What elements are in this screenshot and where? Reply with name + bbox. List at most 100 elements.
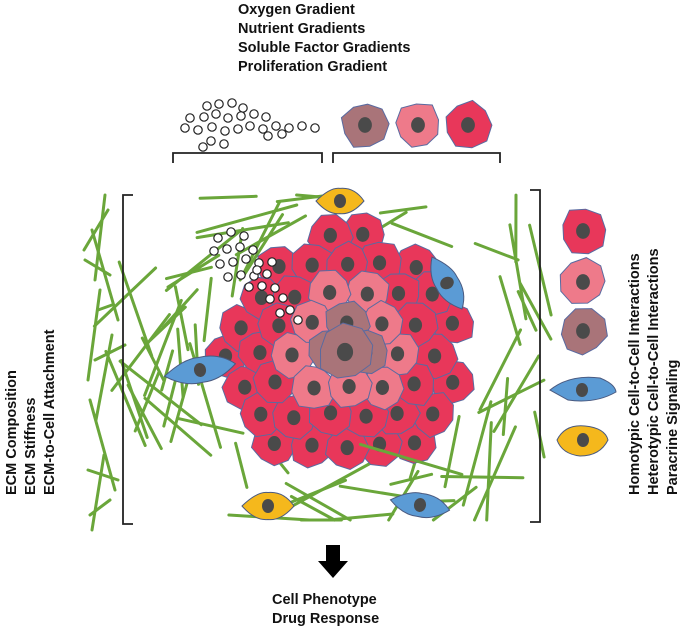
bracket	[530, 189, 541, 523]
label-nutrient-gradients: Nutrient Gradients	[238, 21, 366, 37]
molecule-icon	[248, 245, 258, 255]
label-oxygen-gradient: Oxygen Gradient	[238, 2, 355, 18]
nucleus	[409, 260, 423, 276]
molecule-icon	[270, 283, 280, 293]
gradient-labels: Oxygen Gradient Nutrient Gradients Solub…	[238, 1, 410, 77]
fibroblast-cell	[163, 355, 237, 385]
ecm-fiber	[485, 421, 493, 522]
ecm-fiber	[96, 303, 114, 312]
ecm-fiber	[143, 396, 213, 457]
molecule-icon	[228, 257, 238, 267]
ecm-fiber	[148, 305, 187, 342]
molecule-icon	[278, 293, 288, 303]
nucleus	[356, 226, 370, 242]
nucleus	[254, 406, 268, 422]
molecule-icon	[214, 99, 224, 109]
ecm-fiber	[461, 400, 493, 507]
nucleus	[305, 257, 319, 273]
nucleus	[262, 499, 274, 513]
molecule-icon	[284, 123, 294, 133]
nucleus	[461, 117, 475, 133]
ecm-fiber	[173, 285, 190, 352]
ecm-fiber	[88, 498, 112, 517]
brackets	[122, 152, 541, 525]
ecm-fiber	[93, 343, 127, 362]
ecm-fiber	[284, 482, 352, 522]
ecm-fiber	[473, 242, 520, 262]
nucleus	[336, 342, 354, 362]
ecm-fiber	[202, 276, 213, 343]
molecule-icon	[193, 125, 203, 135]
molecule-icon	[238, 103, 248, 113]
ecm-fiber	[289, 495, 337, 522]
molecule-icon	[236, 270, 246, 280]
molecule-icon	[206, 136, 216, 146]
nucleus	[576, 383, 588, 397]
nucleus	[445, 315, 460, 331]
legend-icons	[340, 99, 617, 457]
label-ecm-stiffness: ECM Stiffness	[23, 397, 39, 496]
molecule-icon	[285, 305, 295, 315]
molecule-icon	[199, 112, 209, 122]
quiescent-cell	[270, 331, 315, 380]
proliferating-cell	[324, 426, 371, 471]
molecule-icon	[211, 109, 221, 119]
nucleus	[323, 227, 337, 243]
nucleus	[358, 117, 372, 133]
ecm-fiber	[478, 328, 522, 412]
label-cell-phenotype: Cell Phenotype	[272, 592, 377, 608]
nucleus	[390, 405, 404, 421]
ecm-fiber	[92, 266, 158, 328]
nucleus	[334, 194, 346, 208]
ecm-fiber	[359, 442, 464, 476]
ecm-fiber	[508, 223, 528, 321]
fibroblast-cell	[430, 256, 465, 310]
nucleus	[268, 374, 282, 390]
nucleus	[408, 317, 423, 333]
label-drug-response: Drug Response	[272, 611, 380, 627]
molecule-icon	[236, 111, 246, 121]
molecule-icon	[297, 121, 307, 131]
nucleus	[323, 405, 338, 421]
ecm-fiber	[477, 378, 546, 414]
nucleus	[323, 285, 337, 300]
molecule-icon	[213, 233, 223, 243]
molecule-icon	[267, 257, 277, 267]
nucleus	[272, 318, 286, 334]
molecule-icon	[261, 112, 271, 122]
molecule-icon	[265, 294, 275, 304]
label-homotypic: Homotypic Cell-to-Cell Interactions	[627, 253, 643, 495]
nucleus	[576, 323, 590, 339]
nucleus	[440, 276, 454, 290]
arrow-shape	[318, 545, 348, 578]
molecule-icon	[271, 121, 281, 131]
ecm-fiber	[440, 475, 525, 480]
nucleus	[577, 433, 589, 447]
molecule-icon	[202, 101, 212, 111]
molecule-icon	[235, 242, 245, 252]
ecm-fiber	[165, 265, 213, 281]
ecm-fiber	[140, 336, 166, 383]
necrotic-cell-icon	[340, 103, 390, 148]
nucleus	[267, 436, 281, 452]
nucleus	[288, 289, 302, 305]
ecm-fiber	[133, 370, 161, 433]
stromal-cell	[315, 187, 365, 215]
nucleus	[427, 348, 442, 364]
nucleus	[305, 314, 319, 330]
quiescent-cell	[362, 366, 405, 411]
molecule-icon	[233, 124, 243, 134]
label-proliferation-gradient: Proliferation Gradient	[238, 59, 388, 75]
ecm-fiber	[234, 441, 249, 489]
interaction-labels: Homotypic Cell-to-Cell Interactions Hete…	[626, 175, 683, 495]
bracket	[172, 152, 323, 163]
proliferating-cell-icon	[562, 208, 607, 255]
molecule-icon	[185, 113, 195, 123]
fibroblast-cell	[389, 492, 451, 519]
nucleus	[407, 376, 421, 392]
ecm-fiber	[390, 221, 454, 248]
quiescent-cell-icon	[395, 103, 440, 148]
label-ecm-composition: ECM Composition	[4, 370, 20, 495]
molecule-icon	[227, 98, 237, 108]
